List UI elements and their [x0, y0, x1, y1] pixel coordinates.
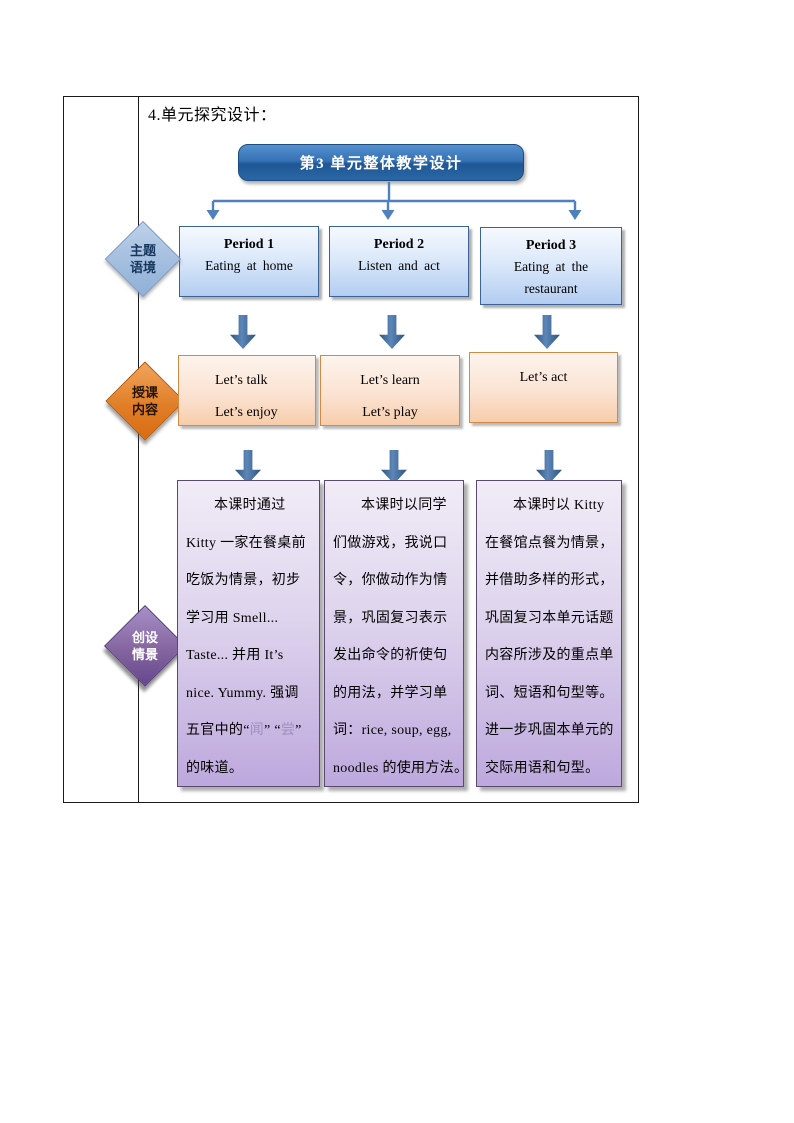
description-box-period2: 本课时以同学 们做游戏，我说口 令，你做动作为情 景，巩固复习表示 发出命令的祈…: [324, 480, 469, 787]
period-3-subtitle: Eating at the: [513, 259, 589, 274]
description-line: 吃饭为情景，初步: [186, 573, 301, 588]
description-line: 令，你做动作为情: [333, 573, 448, 588]
description-line: 的味道。: [186, 760, 244, 776]
period-2-subtitle: Listen and act: [358, 258, 440, 273]
description-line: 并借助多样的形式，: [485, 573, 614, 588]
table-column-divider: [138, 97, 139, 802]
period-1-subtitle: Eating at home: [205, 258, 293, 273]
description-line: Kitty 一家在餐桌前: [186, 535, 306, 551]
period-1-title: Period 1: [223, 237, 275, 252]
text-fragment: ”: [295, 723, 302, 738]
description-line: noodles 的使用方法。: [333, 760, 469, 776]
section-heading: 4.单元探究设计：: [148, 107, 277, 124]
description-line: 本课时以 Kitty: [513, 498, 605, 513]
stage-label-line: 主题: [129, 243, 156, 258]
description-line: Taste... 并用 It’s: [186, 648, 284, 663]
description-line: 发出命令的祈使句: [333, 648, 448, 663]
stage-label-line: 语境: [129, 260, 156, 275]
description-line: 在餐馆点餐为情景，: [485, 535, 614, 551]
stage-label-create-scenario: 创设 情景: [115, 629, 175, 663]
table-frame: [63, 96, 639, 803]
content-line: Let’s play: [362, 405, 418, 420]
stage-label-teaching-content: 授课 内容: [115, 384, 175, 418]
content-line: Let’s learn: [360, 373, 420, 388]
content-box-period1: Let’s talk Let’s enjoy: [178, 355, 316, 426]
content-box-period3: Let’s act: [469, 352, 618, 423]
stage-label-line: 内容: [131, 402, 158, 417]
description-line: 们做游戏，我说口: [333, 535, 448, 551]
period-1-box: Period 1 Eating at home: [179, 226, 319, 297]
description-line-quoted: 五官中的“闻” “尝”: [186, 712, 311, 750]
description-line: 词：rice, soup, egg,: [333, 723, 452, 738]
description-line: 进一步巩固本单元的: [485, 723, 614, 738]
description-box-period3: 本课时以 Kitty 在餐馆点餐为情景， 并借助多样的形式， 巩固复习本单元话题…: [476, 480, 622, 787]
content-line: Let’s talk: [215, 373, 268, 388]
description-line: 本课时以同学: [361, 498, 447, 513]
description-line: 本课时通过: [214, 498, 286, 513]
description-line: 巩固复习本单元话题: [485, 610, 614, 626]
period-2-title: Period 2: [373, 237, 425, 252]
period-3-box: Period 3 Eating at the restaurant: [480, 227, 622, 305]
flowchart-title-box: 第3 单元整体教学设计: [238, 144, 524, 181]
stage-label-line: 创设: [131, 630, 158, 645]
period-3-subtitle-line2: restaurant: [524, 281, 578, 296]
description-line: 学习用 Smell...: [186, 610, 279, 626]
description-box-period1: 本课时通过 Kitty 一家在餐桌前 吃饭为情景，初步 学习用 Smell...…: [177, 480, 320, 787]
stage-label-line: 授课: [131, 385, 158, 400]
content-line: Let’s act: [519, 370, 568, 385]
text-fragment-highlight: 闻: [249, 723, 265, 738]
description-line: 内容所涉及的重点单: [485, 648, 614, 663]
description-line: nice. Yummy. 强调: [186, 685, 299, 701]
flowchart-title-label: 第3 单元整体教学设计: [299, 156, 463, 172]
description-line: 的用法，并学习单: [333, 685, 448, 701]
content-box-period2: Let’s learn Let’s play: [320, 355, 460, 426]
period-2-box: Period 2 Listen and act: [329, 226, 469, 297]
text-fragment-highlight: 尝: [280, 723, 296, 738]
description-line: 词、短语和句型等。: [485, 685, 614, 701]
stage-label-line: 情景: [131, 647, 158, 662]
stage-label-theme-context: 主题 语境: [113, 242, 173, 276]
text-fragment: ” “: [264, 723, 281, 738]
period-3-title: Period 3: [525, 238, 577, 253]
description-line: 景，巩固复习表示: [333, 610, 448, 626]
description-line: 交际用语和句型。: [485, 760, 600, 776]
content-line: Let’s enjoy: [215, 405, 278, 420]
text-fragment: 五官中的“: [186, 723, 250, 738]
